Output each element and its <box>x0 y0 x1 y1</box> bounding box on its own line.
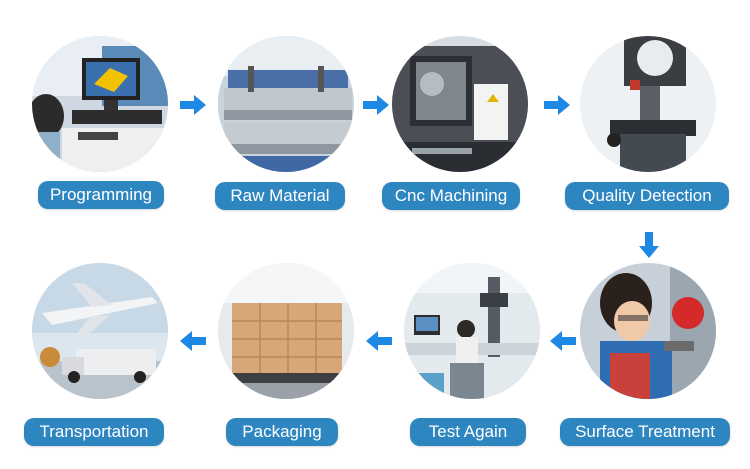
packaging-photo <box>218 263 354 399</box>
step-label-packaging: Packaging <box>226 418 338 446</box>
arrow-left-icon <box>180 330 206 352</box>
step-label-test-again: Test Again <box>410 418 526 446</box>
test-again-photo <box>404 263 540 399</box>
arrow-left-icon <box>366 330 392 352</box>
programming-photo <box>32 36 168 172</box>
arrow-right-icon <box>544 94 570 116</box>
step-label-quality-detection: Quality Detection <box>565 182 729 210</box>
step-label-raw-material: Raw Material <box>215 182 345 210</box>
raw-material-photo <box>218 36 354 172</box>
transportation-photo <box>32 263 168 399</box>
step-label-surface-treatment: Surface Treatment <box>560 418 730 446</box>
quality-detection-photo <box>580 36 716 172</box>
arrow-right-icon <box>180 94 206 116</box>
arrow-right-icon <box>363 94 389 116</box>
step-label-transportation: Transportation <box>24 418 164 446</box>
surface-treatment-photo <box>580 263 716 399</box>
step-label-cnc-machining: Cnc Machining <box>382 182 520 210</box>
step-label-programming: Programming <box>38 181 164 209</box>
arrow-left-icon <box>550 330 576 352</box>
cnc-machining-photo <box>392 36 528 172</box>
arrow-down-icon <box>638 232 660 258</box>
